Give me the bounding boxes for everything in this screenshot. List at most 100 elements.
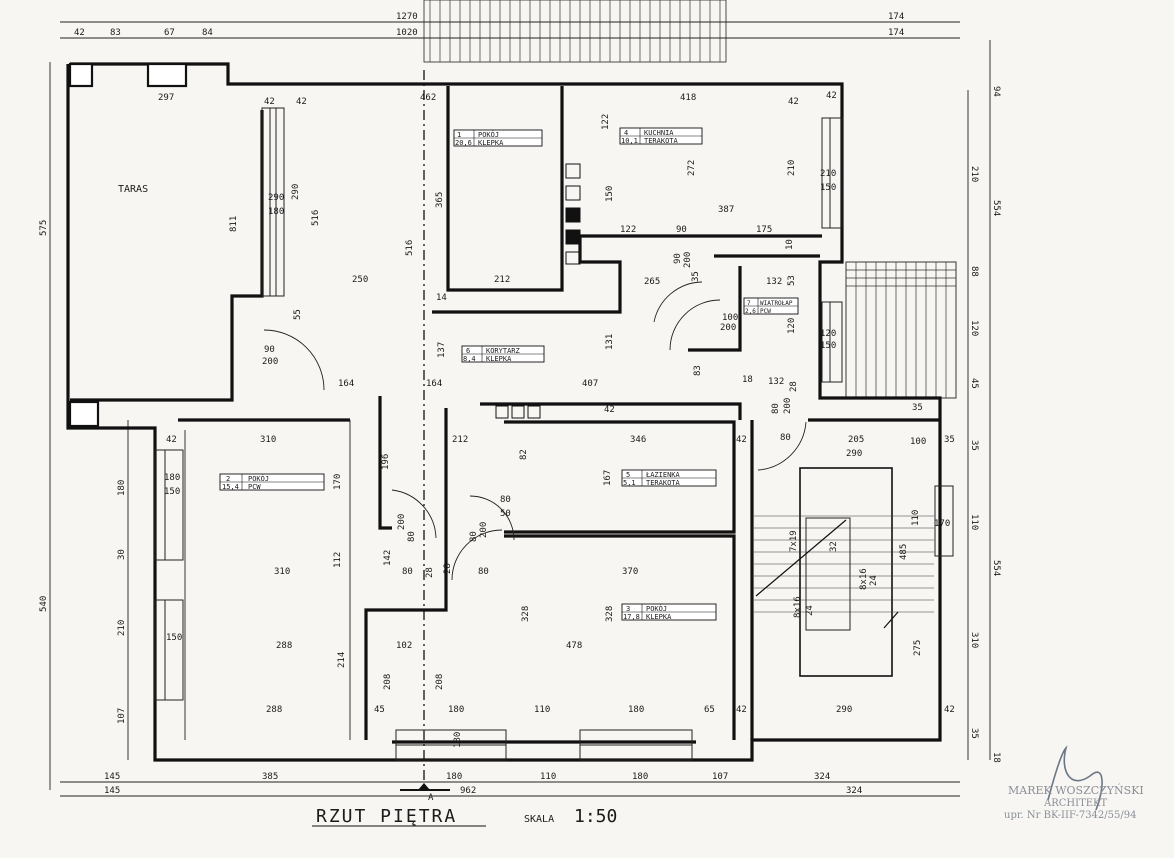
dimension-label: 210 <box>820 169 836 179</box>
dim-top-outer: 1270 174 <box>396 12 904 22</box>
dimension-label: 5 <box>626 471 630 479</box>
entrance-stair-hatch <box>845 261 957 399</box>
dimension-label: 15,4 <box>222 483 239 491</box>
dimension-label: KLEPKA <box>486 355 512 363</box>
dimension-label: 137 <box>437 342 447 358</box>
dimension-label: 200 <box>683 252 693 268</box>
dimension-label: 8x16 <box>859 568 869 590</box>
dimension-label: 100 <box>722 313 738 323</box>
dimension-label: 10 <box>785 239 795 250</box>
dimension-label: 175 <box>756 225 772 235</box>
dimension-label: 110 <box>540 772 556 782</box>
dimension-label: 83 <box>110 28 121 38</box>
dimension-label: 102 <box>396 641 412 651</box>
dimension-label: 174 <box>888 12 904 22</box>
dimension-label: 88 <box>969 266 979 277</box>
dimension-label: 42 <box>826 91 837 101</box>
dimension-label: 418 <box>680 93 696 103</box>
dimension-label: 132 <box>766 277 782 287</box>
dim-bottom-outer: 145 962 324 <box>104 786 862 796</box>
dimension-label: 42 <box>166 435 177 445</box>
dimension-label: 80 <box>780 433 791 443</box>
dimension-label: WIATROŁAP <box>760 300 793 307</box>
dimension-label: 100 <box>910 437 926 447</box>
dimension-label: 45 <box>969 378 979 389</box>
dimension-label: 150 <box>820 183 836 193</box>
dimension-label: 554 <box>991 200 1001 216</box>
dimension-label: 346 <box>630 435 646 445</box>
room-tag-2: 2 POKÓJ 15,4 PCW <box>219 473 325 491</box>
dimension-label: 310 <box>260 435 276 445</box>
dimension-label: 370 <box>622 567 638 577</box>
dimension-label: 122 <box>620 225 636 235</box>
dimension-label: 120 <box>969 320 979 336</box>
dimension-label: KLEPKA <box>646 613 672 621</box>
dimension-label: 196 <box>381 454 391 470</box>
dimension-label: 200 <box>397 514 407 530</box>
dimension-label: 214 <box>337 652 347 668</box>
dimension-label: 328 <box>521 606 531 622</box>
stamp-license: upr. Nr BK-IIF-7342/55/94 <box>1004 810 1136 821</box>
room-tag-6: 6 KORYTARZ 8,4 KLEPKA <box>461 345 545 363</box>
dimension-label: 4 <box>624 129 628 137</box>
dimension-label: 80 <box>407 531 417 542</box>
dimension-label: 290 <box>268 193 284 203</box>
dimension-label: 8x16 <box>793 596 803 618</box>
dimension-label: 24 <box>805 605 815 616</box>
dimension-label: 50 <box>500 509 511 519</box>
dimension-label: 170 <box>934 519 950 529</box>
dimension-label: 5,1 <box>623 479 636 487</box>
dimension-label: 42 <box>264 97 275 107</box>
dimension-label: 110 <box>534 705 550 715</box>
dimension-label: 53 <box>787 275 797 286</box>
dim-top-inner: 42 83 67 84 1020 174 <box>74 28 904 38</box>
dimension-label: KUCHNIA <box>644 129 674 137</box>
dimension-label: 324 <box>814 772 830 782</box>
room-tag-3: 3 POKÓJ 17,8 KLEPKA <box>621 603 717 621</box>
dimension-label: 55 <box>293 309 303 320</box>
room-tag-1: 1 POKÓJ 20,6 KLEPKA <box>453 129 543 147</box>
dimension-label: 145 <box>104 772 120 782</box>
dimension-label: 180 <box>448 705 464 715</box>
dim-bottom-inner: 145 385 180 110 180 107 324 <box>104 772 830 782</box>
dimension-label: 32 <box>829 541 839 552</box>
dimension-label: 275 <box>913 640 923 656</box>
room-tag-4: 4 KUCHNIA 10,1 TERAKOTA <box>619 127 703 145</box>
dimension-label: 540 <box>39 596 49 612</box>
dimension-label: 200 <box>262 357 278 367</box>
dimension-label: 1270 <box>396 12 418 22</box>
dimension-label: 35 <box>944 435 955 445</box>
dimension-label: 80 <box>402 567 413 577</box>
dimension-label: 180 <box>453 732 463 748</box>
door-swings <box>263 281 807 581</box>
dimension-label: 24 <box>869 575 879 586</box>
dimension-label: 90 <box>673 253 683 264</box>
section-marker <box>400 783 450 791</box>
dimension-label: 290 <box>836 705 852 715</box>
dimension-label: 80 <box>500 495 511 505</box>
dimension-label: 310 <box>969 632 979 648</box>
dimension-label: 7 <box>747 300 751 307</box>
dimension-label: 407 <box>582 379 598 389</box>
dimension-label: POKÓJ <box>478 130 499 139</box>
dimension-label: 107 <box>117 708 127 724</box>
dimension-label: 180 <box>164 473 180 483</box>
dimension-label: 516 <box>405 240 415 256</box>
dimension-label: 18 <box>742 375 753 385</box>
dimension-label: 14 <box>436 293 447 303</box>
dimension-label: 478 <box>566 641 582 651</box>
dimension-label: 110 <box>969 514 979 530</box>
dimension-label: 462 <box>420 93 436 103</box>
dimension-label: 28 <box>789 381 799 392</box>
dimension-label: 575 <box>39 220 49 236</box>
dimension-label: KLEPKA <box>478 139 504 147</box>
dimension-label: 80 <box>478 567 489 577</box>
dimension-label: 962 <box>460 786 476 796</box>
dimension-label: 200 <box>479 522 489 538</box>
dimension-label: 1020 <box>396 28 418 38</box>
scale-value: 1:50 <box>574 806 617 827</box>
dimension-label: 145 <box>104 786 120 796</box>
dimension-label: 10,1 <box>621 137 638 145</box>
dimension-label: ŁAZIENKA <box>645 471 681 479</box>
